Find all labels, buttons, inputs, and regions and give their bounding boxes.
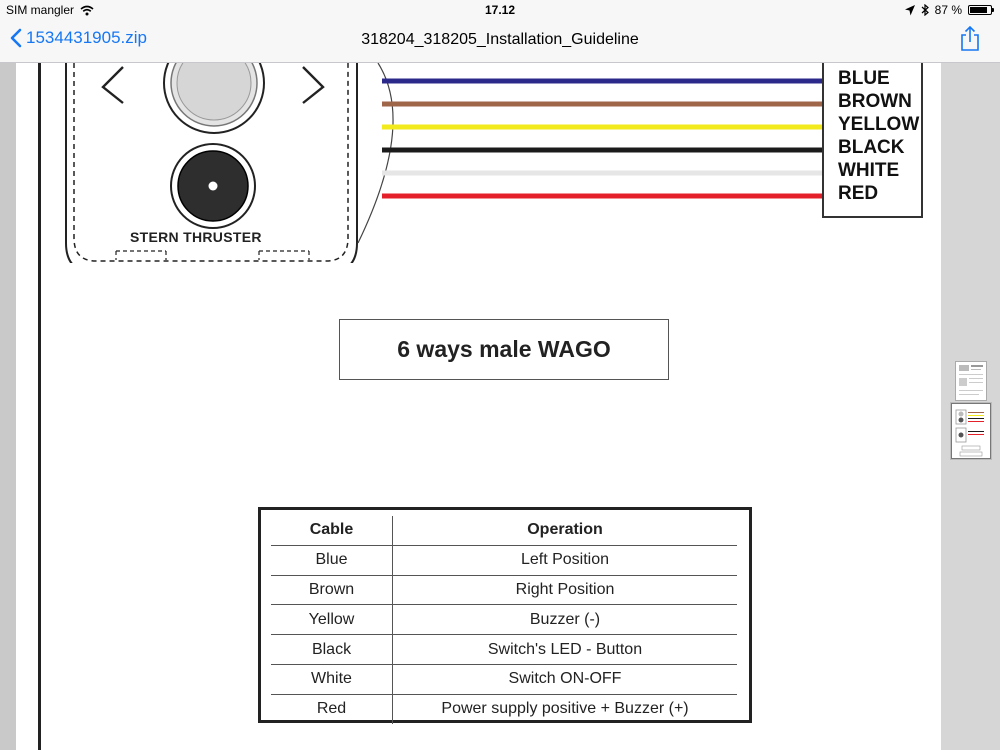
cable-arc	[357, 63, 394, 244]
wire-label-brown: BROWN	[838, 91, 912, 112]
right-arrow-icon	[302, 66, 325, 104]
table-cell-operation: Right Position	[392, 575, 737, 606]
table-row: Red Power supply positive + Buzzer (+)	[271, 694, 737, 724]
clock: 17.12	[484, 3, 516, 17]
table-cell-operation: Left Position	[392, 545, 737, 576]
table-cell-cable: Brown	[271, 575, 393, 606]
table-row: Yellow Buzzer (-)	[271, 604, 737, 636]
battery-percent: 87 %	[934, 3, 962, 17]
cable-operation-table: Cable Operation Blue Left Position Brown…	[271, 516, 737, 724]
wifi-icon	[80, 5, 94, 15]
table-row: Black Switch's LED - Button	[271, 634, 737, 665]
panel-label: STERN THRUSTER	[130, 229, 262, 245]
table-cell-operation: Power supply positive + Buzzer (+)	[441, 700, 689, 718]
wire-label-red: RED	[838, 183, 879, 204]
chevron-left-icon	[10, 28, 22, 48]
table-cell-operation: Switch ON-OFF	[392, 664, 737, 695]
wire-label-black: BLACK	[838, 137, 905, 158]
carrier-label: SIM mangler	[6, 3, 75, 17]
page-thumbnail-2[interactable]	[951, 403, 991, 459]
location-arrow-icon	[904, 4, 915, 15]
power-button	[170, 143, 256, 229]
page-thumbnail-sidebar	[941, 63, 1000, 750]
table-cell-cable: Yellow	[271, 604, 393, 636]
wire-label-yellow: YELLOW	[838, 114, 920, 135]
cable-table-box: Cable Operation Blue Left Position Brown…	[258, 507, 752, 724]
thumbnail-preview-1	[959, 365, 983, 395]
status-bar: SIM mangler 17.12 87 %	[0, 0, 1000, 20]
table-cell-operation: Buzzer (-)	[392, 604, 737, 636]
table-header-row: Cable Operation	[271, 516, 737, 546]
table-row: Brown Right Position	[271, 575, 737, 606]
page-frame-line	[38, 63, 41, 750]
joystick-button	[163, 63, 265, 134]
table-row: White Switch ON-OFF	[271, 664, 737, 695]
table-row: Blue Left Position	[271, 545, 737, 576]
battery-level	[970, 7, 988, 13]
thumbnail-preview-2	[955, 409, 984, 457]
connector-title: 6 ways male WAGO	[397, 336, 611, 362]
connector-title-box: 6 ways male WAGO	[339, 319, 669, 380]
wire-label-blue: BLUE	[838, 68, 890, 89]
left-margin	[0, 63, 16, 750]
document-title: 318204_318205_Installation_Guideline	[361, 31, 639, 48]
control-panel-diagram	[65, 63, 822, 263]
bluetooth-icon	[921, 4, 929, 16]
back-button-label: 1534431905.zip	[26, 28, 148, 47]
wire-label-white: WHITE	[838, 160, 900, 181]
left-arrow-icon	[101, 66, 124, 104]
table-header-cable: Cable	[271, 516, 393, 546]
panel-inner-dashed	[73, 63, 349, 262]
table-cell-cable: Red	[271, 694, 393, 724]
table-cell-operation: Switch's LED - Button	[392, 634, 737, 665]
share-icon	[961, 25, 979, 51]
back-button[interactable]: 1534431905.zip	[10, 28, 147, 48]
battery-icon	[968, 5, 994, 15]
table-cell-cable: Black	[271, 634, 393, 665]
share-button[interactable]	[960, 25, 980, 57]
table-cell-cable: Blue	[271, 545, 393, 576]
table-cell-cable: White	[271, 664, 393, 695]
page-thumbnail-1[interactable]	[955, 361, 987, 401]
navigation-bar: 1534431905.zip 318204_318205_Installatio…	[0, 20, 1000, 63]
cable-wires	[382, 78, 822, 199]
table-header-operation: Operation	[392, 516, 737, 546]
